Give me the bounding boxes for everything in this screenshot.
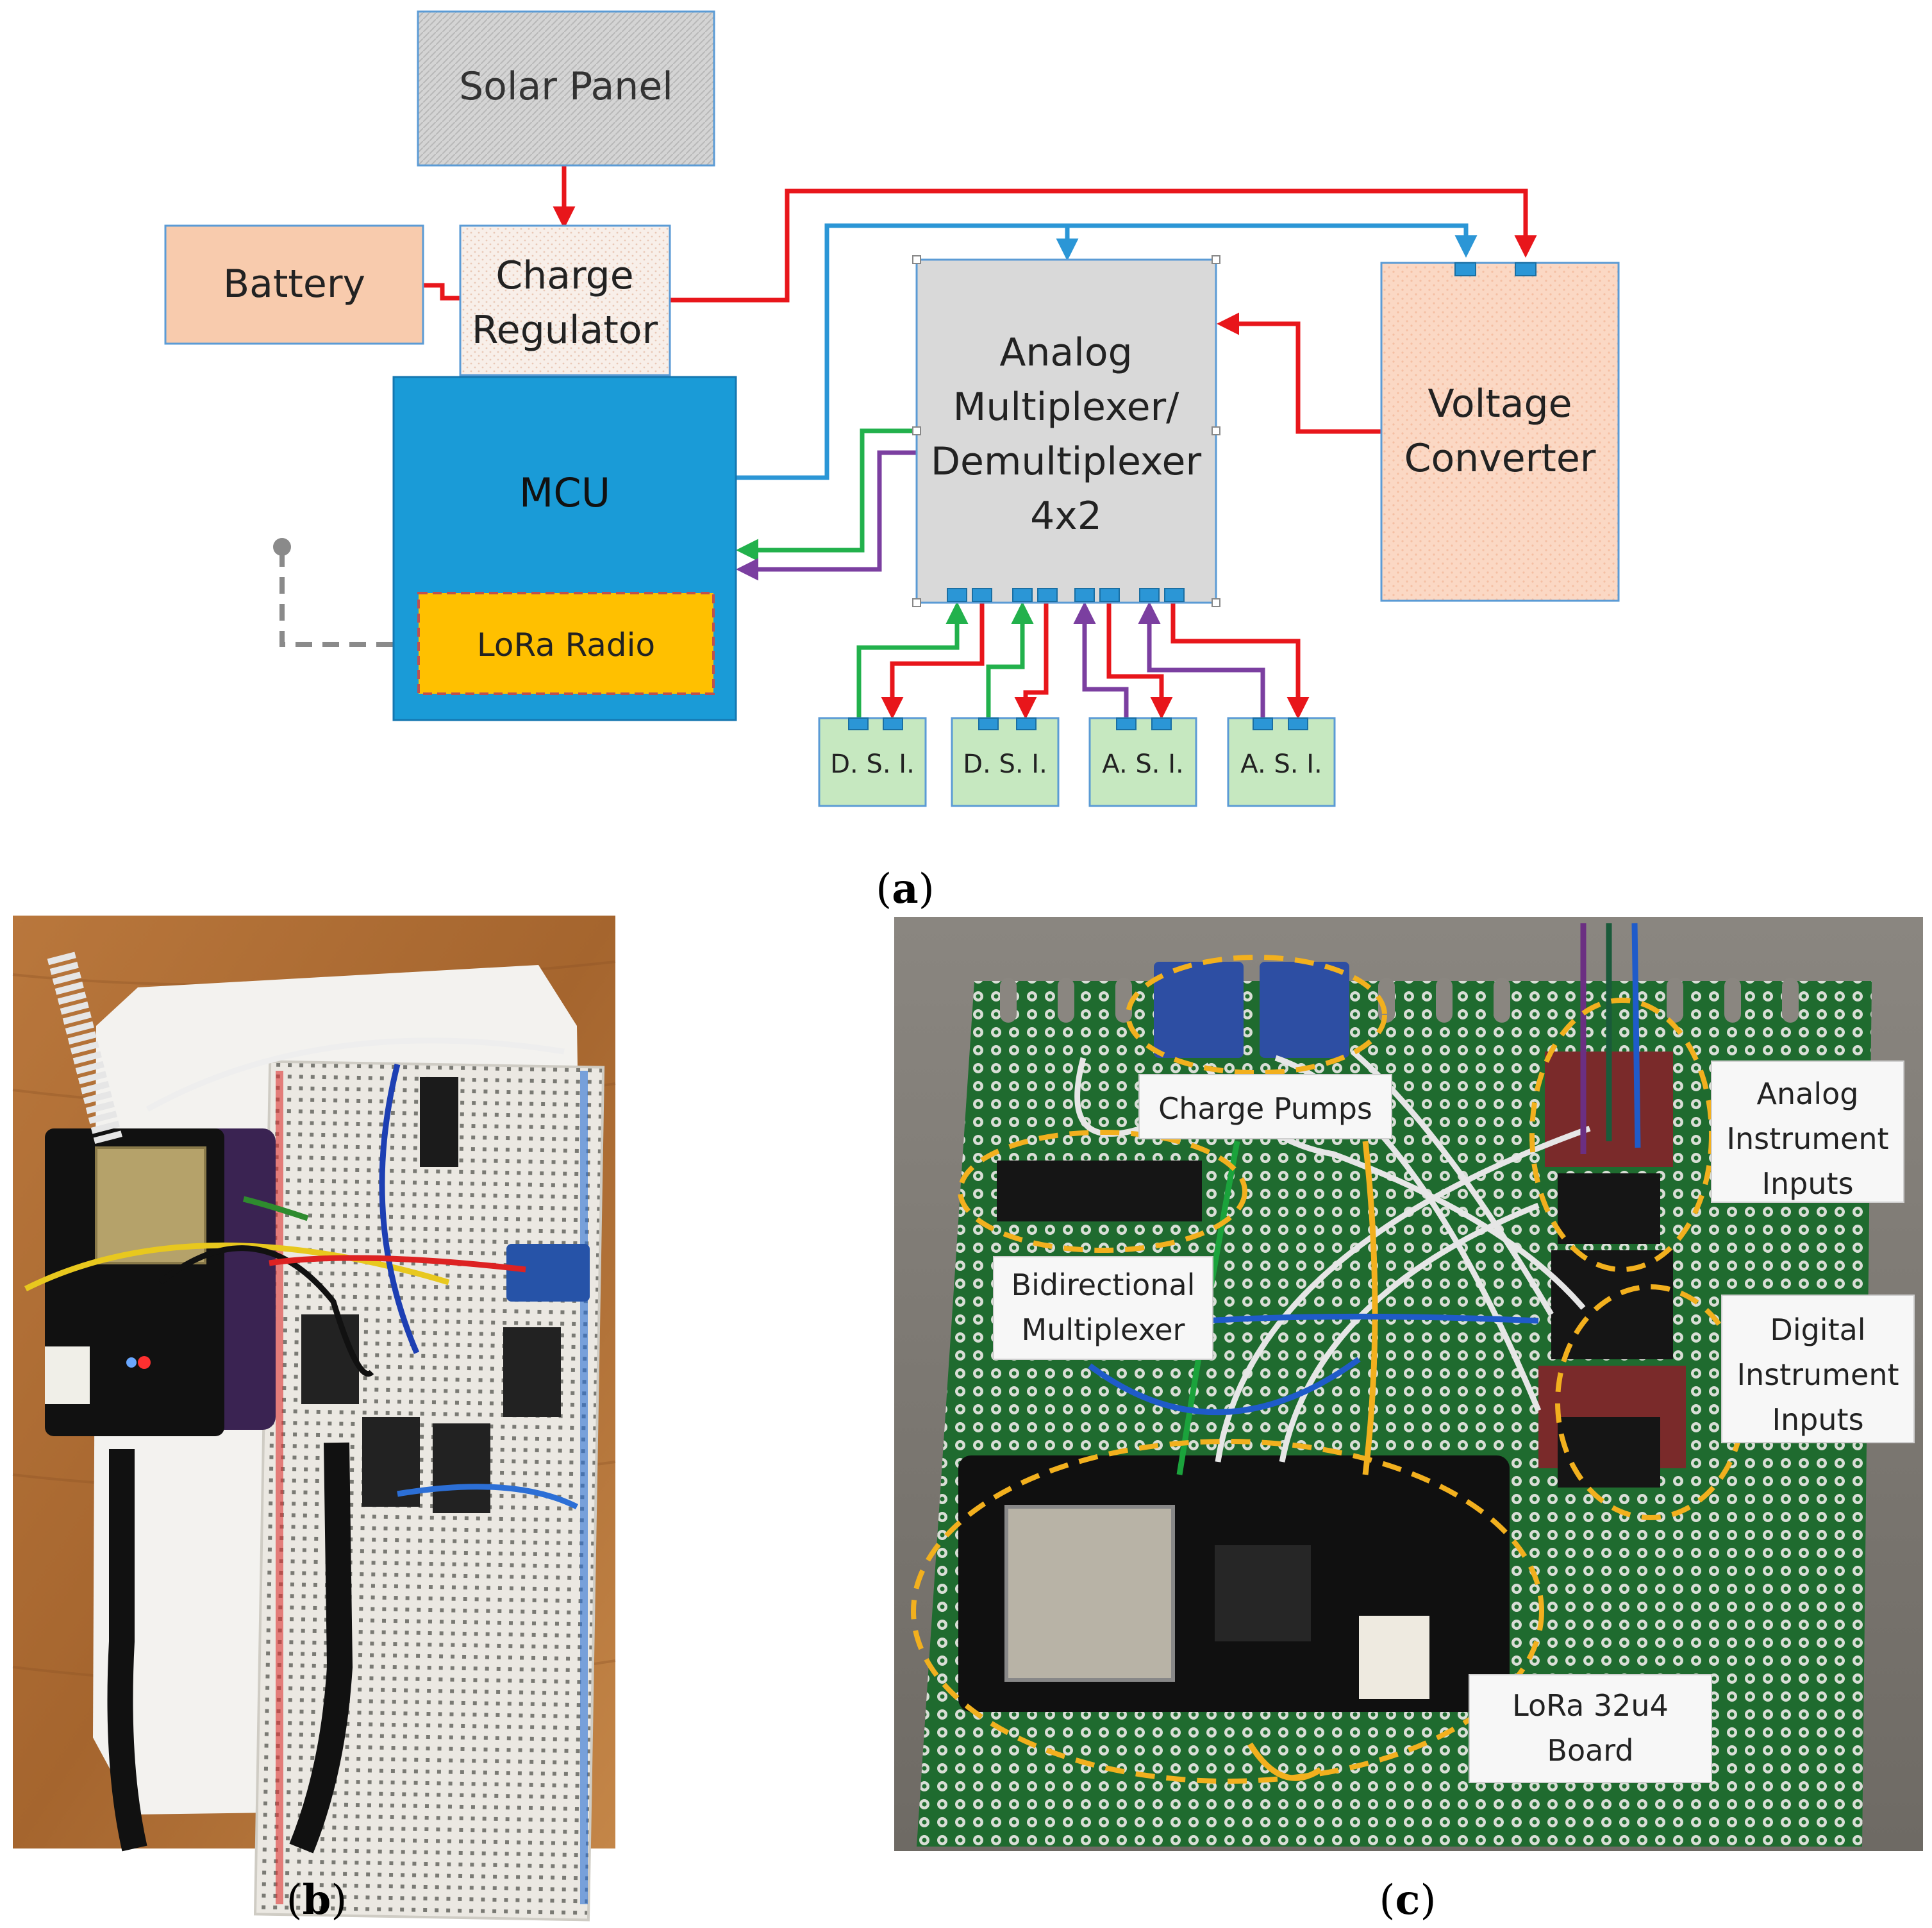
mux-label-line3: Demultiplexer xyxy=(931,439,1202,484)
dsi-2-label: D. S. I. xyxy=(963,750,1047,779)
callout-analog-instrument-inputs: Analog Instrument Inputs xyxy=(1711,1060,1904,1203)
svg-text:Instrument: Instrument xyxy=(1726,1121,1888,1156)
svg-text:Multiplexer: Multiplexer xyxy=(1022,1312,1185,1347)
svg-text:Board: Board xyxy=(1547,1733,1633,1768)
wire-asi1-red xyxy=(1106,601,1173,719)
voltage-converter-box xyxy=(1380,262,1620,602)
antenna-spring xyxy=(47,951,123,1145)
svg-text:Charge Pumps: Charge Pumps xyxy=(1158,1091,1372,1126)
mux-label-line4: 4x2 xyxy=(1030,494,1102,539)
lora-module xyxy=(95,1146,206,1264)
voltage-converter-label-line2: Converter xyxy=(1404,436,1596,481)
wire-dsi2-green xyxy=(986,601,1034,718)
mcu-label: MCU xyxy=(519,469,610,516)
audio-jacks-b xyxy=(301,1314,561,1513)
wire-battery-to-regulator xyxy=(423,283,460,301)
caption-c: (c) xyxy=(1379,1876,1437,1924)
caption-a: (a) xyxy=(876,865,934,913)
panel-a-block-diagram: Solar Panel Battery Charge Regulator MCU… xyxy=(164,10,1620,913)
solar-panel-label: Solar Panel xyxy=(459,64,673,109)
caption-b: (b) xyxy=(287,1876,347,1924)
jumper-wires-b xyxy=(24,1037,579,1510)
charge-regulator-label-line1: Charge xyxy=(495,253,633,298)
mux-label-line1: Analog xyxy=(999,330,1132,375)
svg-text:Digital: Digital xyxy=(1770,1312,1865,1347)
breadboard-rail-right xyxy=(580,1071,588,1904)
sensor-interface-dsi-2: D. S. I. xyxy=(951,717,1060,807)
mux-chip xyxy=(997,1161,1202,1221)
antenna-tip xyxy=(273,538,291,556)
wire-asi1-purple xyxy=(1073,601,1129,718)
panel-c-perfboard-photo: Charge Pumps Bidirectional Multiplexer A… xyxy=(894,917,1923,1924)
mux-pins xyxy=(947,588,1185,602)
callout-charge-pumps: Charge Pumps xyxy=(1138,1074,1392,1139)
charge-regulator-box xyxy=(459,224,671,376)
asi-1-label: A. S. I. xyxy=(1102,750,1183,779)
battery-label: Battery xyxy=(223,262,365,306)
perfboard-slots xyxy=(1000,978,1799,1023)
wire-mux-to-mcu-green xyxy=(736,428,917,562)
usb-cable xyxy=(107,1449,147,1852)
lora-32u4-chip xyxy=(1215,1545,1311,1641)
lora-32u4-module xyxy=(1004,1505,1175,1682)
charge-pump-board-2 xyxy=(1260,962,1349,1058)
voltage-converter-label-line1: Voltage xyxy=(1428,381,1572,426)
audio-cable xyxy=(289,1442,353,1854)
wire-asi2-red xyxy=(1170,601,1310,719)
panel-b-breadboard-photo: (b) xyxy=(12,916,616,1924)
antenna-link xyxy=(279,548,420,647)
sensor-interface-asi-1: A. S. I. xyxy=(1088,717,1197,807)
wire-asi2-purple xyxy=(1138,601,1265,718)
svg-text:LoRa 32u4: LoRa 32u4 xyxy=(1512,1688,1669,1723)
callout-bidirectional-multiplexer: Bidirectional Multiplexer xyxy=(993,1256,1213,1360)
battery-box xyxy=(164,224,424,345)
breadboard-rail-left xyxy=(276,1071,283,1904)
callout-ellipse-charge-pumps xyxy=(1126,955,1387,1075)
callout-ellipse-lora-board xyxy=(911,1439,1544,1784)
callout-ellipse-mux xyxy=(958,1130,1247,1253)
mux-box xyxy=(915,258,1217,604)
mux-handles xyxy=(912,255,1220,607)
lora-radio-label: LoRa Radio xyxy=(477,626,655,664)
svg-text:Bidirectional: Bidirectional xyxy=(1012,1268,1195,1302)
svg-text:Analog: Analog xyxy=(1757,1077,1859,1111)
converter-pin-red xyxy=(1515,262,1536,276)
svg-text:Inputs: Inputs xyxy=(1772,1402,1863,1437)
wire-dsi1-green xyxy=(856,601,969,718)
wire-mcu-to-converter xyxy=(736,223,1478,480)
wire-dsi1-red xyxy=(881,601,985,719)
lora-32u4-connector xyxy=(1359,1616,1429,1699)
lora-radio-box xyxy=(417,592,715,695)
charge-pump-board-1 xyxy=(1154,962,1244,1058)
wiring xyxy=(279,163,1537,719)
led-red xyxy=(138,1356,151,1369)
charge-pump-b xyxy=(506,1244,590,1302)
mux-label-line2: Multiplexer/ xyxy=(953,385,1180,430)
ic-chip-b xyxy=(420,1077,458,1167)
svg-text:Inputs: Inputs xyxy=(1761,1166,1853,1201)
sensor-interface-asi-2: A. S. I. xyxy=(1227,717,1336,807)
sensor-interface-dsi-1: D. S. I. xyxy=(818,717,927,807)
wire-converter-to-mux xyxy=(1217,312,1381,434)
battery-connector xyxy=(45,1346,90,1404)
svg-text:Instrument: Instrument xyxy=(1736,1357,1899,1392)
wire-mux-to-mcu-purple xyxy=(736,450,917,581)
dsi-1-label: D. S. I. xyxy=(830,750,915,779)
led-blue xyxy=(126,1357,137,1368)
wire-regulator-to-converter xyxy=(670,189,1537,303)
asi-2-label: A. S. I. xyxy=(1240,750,1322,779)
wire-dsi2-red xyxy=(1014,601,1049,719)
callout-lora-32u4-board: LoRa 32u4 Board xyxy=(1469,1674,1712,1783)
callout-digital-instrument-inputs: Digital Instrument Inputs xyxy=(1721,1295,1915,1443)
solar-panel-box xyxy=(417,10,715,167)
charge-regulator-label-line2: Regulator xyxy=(472,308,658,353)
converter-pin-blue xyxy=(1454,262,1476,276)
